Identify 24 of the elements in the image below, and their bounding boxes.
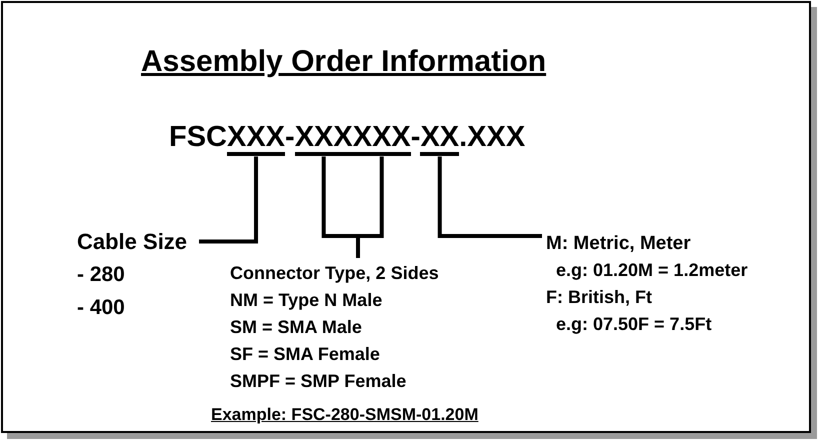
code-segment: XXX bbox=[294, 122, 353, 156]
description-line: e.g: 01.20M = 1.2meter bbox=[555, 259, 748, 282]
connector-line bbox=[438, 156, 542, 238]
description-line: NM = Type N Male bbox=[230, 289, 384, 312]
code-text: .XXX bbox=[459, 121, 526, 154]
title-heading: Assembly Order Information bbox=[141, 45, 546, 79]
description-line: e.g: 07.50F = 7.5Ft bbox=[555, 313, 713, 336]
description-heading: M: Metric, Meter bbox=[546, 232, 692, 256]
code-text: - bbox=[410, 121, 420, 154]
code-text: - bbox=[285, 121, 295, 154]
description-heading: Connector Type, 2 Sides bbox=[230, 262, 439, 285]
description-line: - 280 bbox=[77, 262, 126, 288]
description-line: SMPF = SMP Female bbox=[230, 370, 408, 393]
description-line: SF = SMA Female bbox=[230, 343, 381, 366]
code-text: FSC bbox=[169, 121, 227, 154]
code-segment: XXX bbox=[227, 122, 286, 156]
example-caption: Example: FSC-280-SMSM-01.20M bbox=[211, 405, 478, 425]
description-line: F: British, Ft bbox=[546, 286, 653, 309]
code-segment: XXX bbox=[352, 122, 411, 156]
code-segment: XX bbox=[420, 122, 460, 156]
description-line: - 400 bbox=[77, 295, 126, 321]
description-heading: Cable Size bbox=[77, 228, 188, 256]
description-line: SM = SMA Male bbox=[230, 316, 363, 339]
connector-line bbox=[199, 156, 258, 244]
